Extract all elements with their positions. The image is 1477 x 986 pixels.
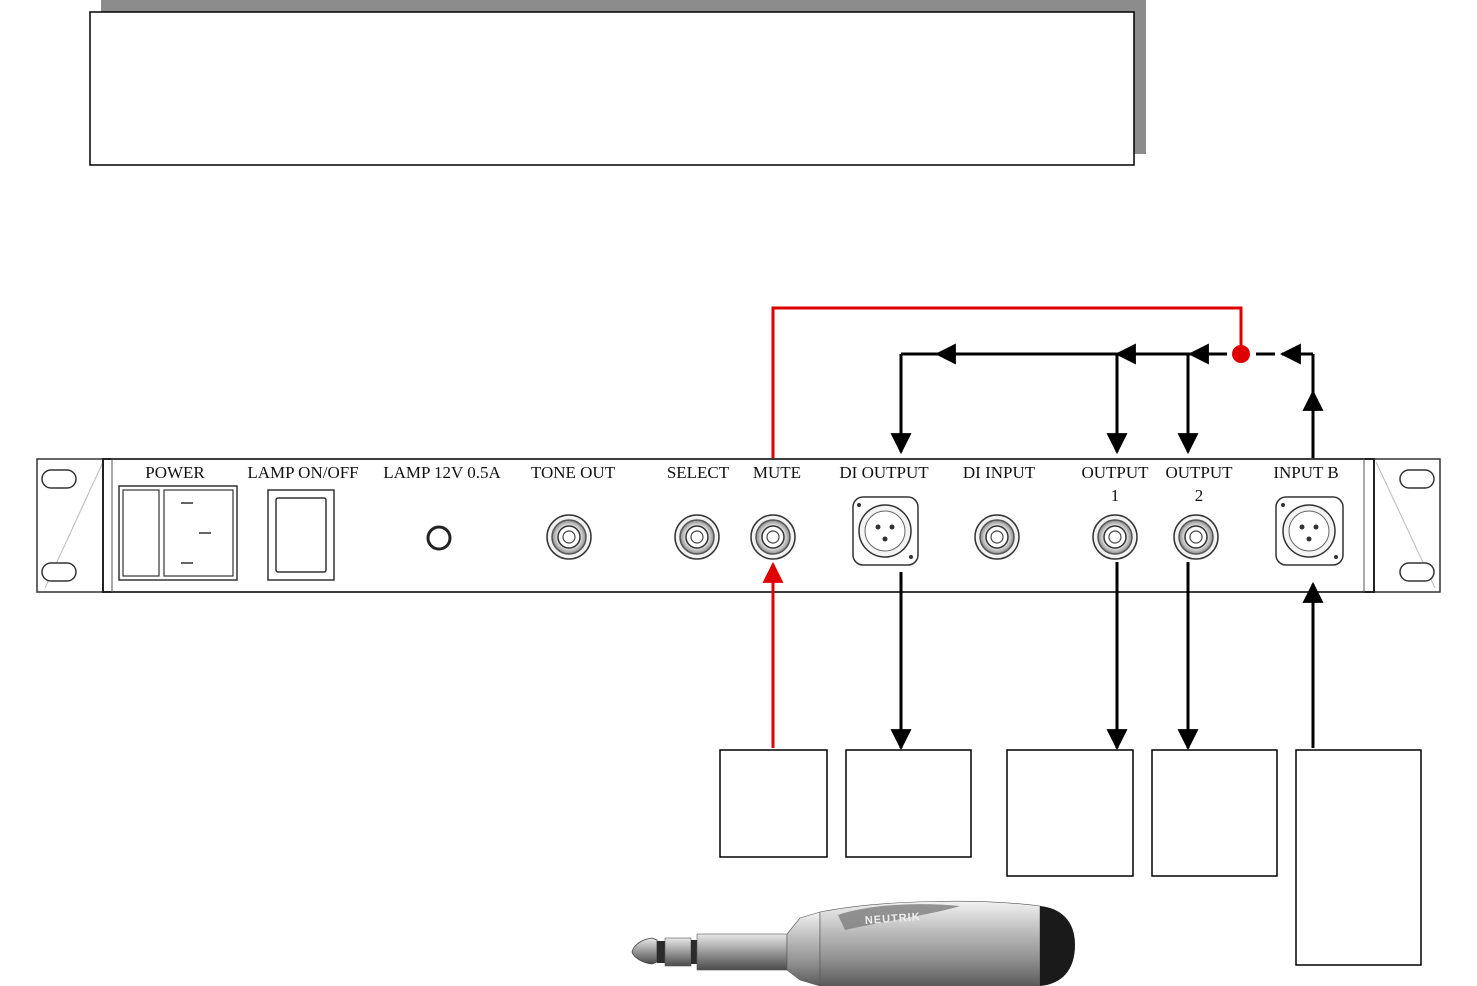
xlr-connector-icon	[852, 496, 919, 566]
left-ear-bottom-slot	[41, 562, 77, 582]
left-ear-top-slot	[41, 469, 77, 489]
right-ear-top-slot	[1399, 469, 1435, 489]
right-ear-bottom-slot	[1399, 562, 1435, 582]
panel-inner-border	[111, 458, 1365, 593]
left-rack-ear	[36, 458, 104, 593]
plug-sleeve	[696, 933, 788, 971]
mute-jack-icon	[750, 514, 796, 560]
label-output-1-number: 1	[1111, 486, 1120, 505]
trs-plug-icon: NEUTRIK	[631, 900, 1075, 986]
power-switch-icon	[122, 489, 160, 577]
title-box	[89, 0, 1146, 166]
label-input-b: INPUT B	[1273, 463, 1338, 482]
label-power: POWER	[145, 463, 205, 482]
right-rack-ear	[1373, 458, 1441, 593]
label-output-2-number: 2	[1195, 486, 1204, 505]
lamp-switch-icon	[267, 489, 335, 581]
input-b-source-box	[1295, 749, 1422, 966]
output-1-jack-icon	[1092, 514, 1138, 560]
label-lamp-socket: LAMP 12V 0.5A	[383, 463, 501, 482]
rack-panel: POWER LAMP ON/OFF LAMP 12V 0.5A TONE OUT…	[36, 458, 1441, 593]
label-select: SELECT	[667, 463, 730, 482]
di-output-box	[845, 749, 972, 858]
title-box-frame	[89, 11, 1135, 166]
label-di-output: DI OUTPUT	[839, 463, 929, 482]
mute-control-line	[771, 306, 1243, 458]
plug-boot	[1040, 906, 1075, 986]
plug-brand-label: NEUTRIK	[864, 911, 921, 927]
power-inlet-icon	[118, 485, 238, 581]
mute-source-box	[719, 749, 828, 858]
label-mute: MUTE	[753, 463, 801, 482]
signal-routing	[762, 306, 1324, 751]
label-lamp-switch: LAMP ON/OFF	[247, 463, 358, 482]
plug-ring-insulator	[657, 941, 665, 963]
mute-junction-dot	[1232, 345, 1250, 363]
xlr-connector-icon	[1275, 496, 1344, 566]
lamp-socket-icon	[426, 525, 452, 551]
destination-boxes	[719, 749, 1422, 966]
label-output-2: OUTPUT	[1165, 463, 1233, 482]
output-2-box	[1151, 749, 1278, 877]
output-1-box	[1006, 749, 1134, 877]
label-di-input: DI INPUT	[963, 463, 1036, 482]
tone-out-jack-icon	[546, 514, 592, 560]
label-tone-out: TONE OUT	[531, 463, 616, 482]
output-2-jack-icon	[1173, 514, 1219, 560]
di-input-jack-icon	[974, 514, 1020, 560]
select-jack-icon	[674, 514, 720, 560]
label-output-1: OUTPUT	[1081, 463, 1149, 482]
